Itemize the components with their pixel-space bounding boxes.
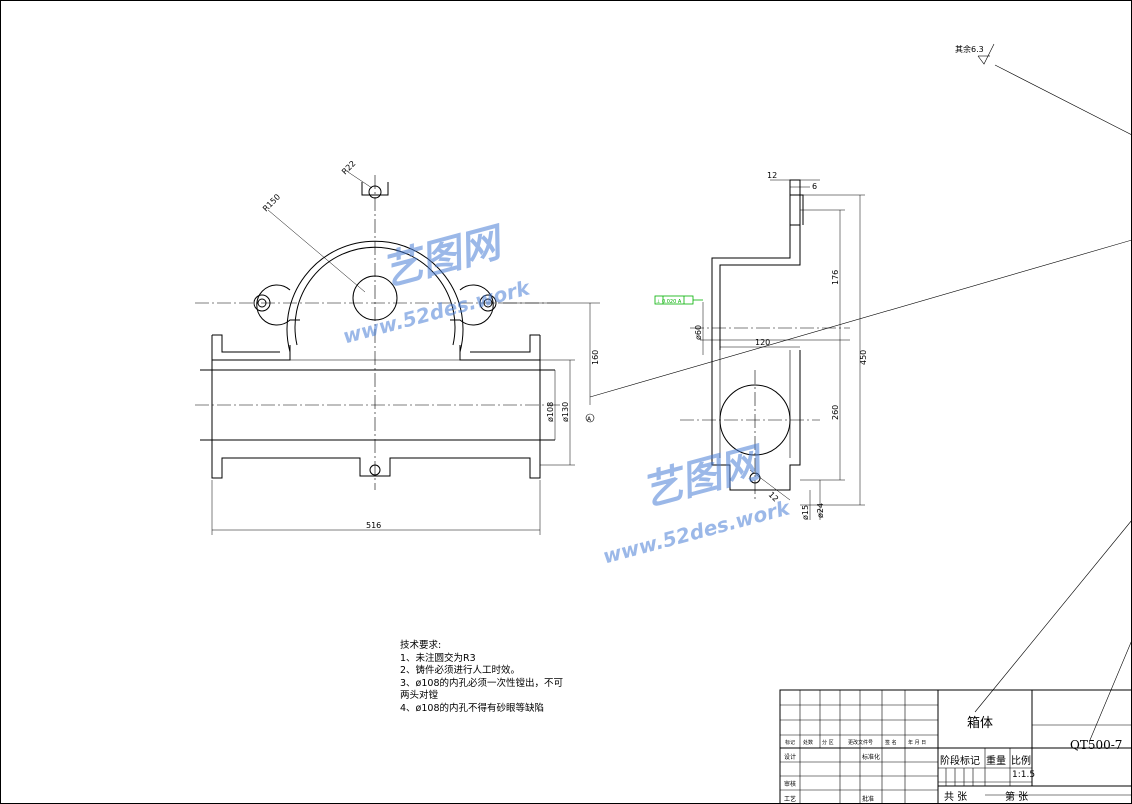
surface-finish-label: 其余6.3 xyxy=(955,45,984,54)
front-view xyxy=(195,171,600,535)
dim-450: 450 xyxy=(859,350,868,365)
stage-mark-label: 阶段标记 xyxy=(940,756,980,767)
dim-d130: ø130 xyxy=(561,402,570,422)
dim-r150: R150 xyxy=(261,192,282,213)
scale-value: 1:1.5 xyxy=(1012,770,1036,780)
leader-line-top xyxy=(994,64,1132,136)
datum-a-label: A xyxy=(587,416,592,423)
side-view xyxy=(654,179,865,520)
standardize-label: 标准化 xyxy=(862,754,881,761)
design-label: 设计 xyxy=(784,754,797,761)
dim-516: 516 xyxy=(366,521,381,530)
dim-12: 12 xyxy=(767,171,777,180)
part-name: 箱体 xyxy=(967,716,994,731)
sheet-number: 第 张 xyxy=(1005,792,1029,803)
dim-d108: ø108 xyxy=(546,402,555,422)
rev-col-date: 年 月 日 xyxy=(908,740,927,746)
rev-col-count: 处数 xyxy=(803,740,814,746)
approve-label: 批准 xyxy=(862,796,875,803)
dim-d24: ø24 xyxy=(816,503,825,518)
scale-label: 比例 xyxy=(1011,756,1031,767)
rev-col-sign: 签 名 xyxy=(885,740,897,746)
leader-line-bottom xyxy=(974,519,1132,713)
leader-line-mid xyxy=(589,239,1132,398)
notes-title: 技术要求: xyxy=(400,640,442,651)
dim-176: 176 xyxy=(831,270,840,285)
dim-d60: ø60 xyxy=(694,325,703,340)
review-label: 审核 xyxy=(784,781,797,788)
rev-col-zone: 分 区 xyxy=(822,740,834,746)
surface-finish-symbol xyxy=(977,43,995,65)
dim-r22: R22 xyxy=(340,159,358,177)
rev-col-docno: 更改文件号 xyxy=(848,740,874,746)
dim-d15: ø15 xyxy=(801,505,810,520)
sheets-total: 共 张 xyxy=(944,792,968,803)
tolerance-frame-text: ⊥ 0.020 A xyxy=(656,299,682,305)
note-item-3-cont: 两头对镗 xyxy=(400,690,439,701)
note-item-1: 1、未注圆交为R3 xyxy=(400,652,476,664)
dim-120: 120 xyxy=(755,338,770,347)
dim-6: 6 xyxy=(812,182,817,191)
note-item-2: 2、铸件必须进行人工时效。 xyxy=(400,665,521,676)
technical-requirements: 技术要求: 1、未注圆交为R3 2、铸件必须进行人工时效。 3、ø108的内孔必… xyxy=(400,640,563,715)
dim-260: 260 xyxy=(831,405,840,420)
rev-col-mark: 标记 xyxy=(785,740,796,746)
process-label: 工艺 xyxy=(784,796,797,803)
weight-label: 重量 xyxy=(986,756,1006,767)
material: QT500-7 xyxy=(1070,738,1123,752)
title-block-grid xyxy=(779,689,1132,804)
dim-160: 160 xyxy=(591,350,600,365)
note-item-3: 3、ø108的内孔必须一次性镗出，不可 xyxy=(400,677,563,689)
note-item-4: 4、ø108的内孔不得有砂眼等缺陷 xyxy=(400,702,544,714)
